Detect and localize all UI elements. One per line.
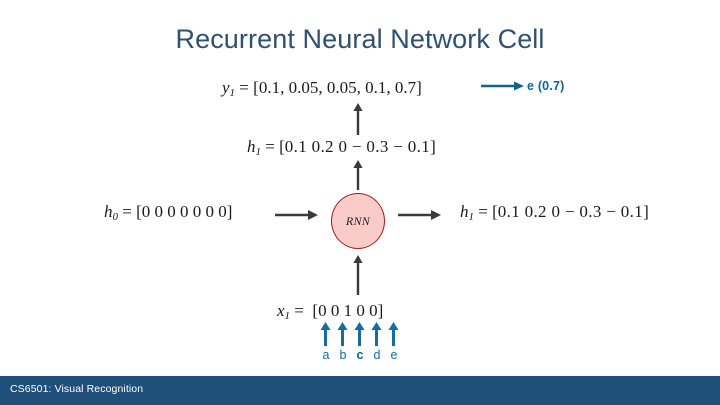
hidden-state-out-subscript: 1 [468,211,475,224]
output-vector-open-bracket: [ [253,78,259,97]
hidden-state-top-values: 0.1 0.2 0 − 0.3 − 0.1 [284,137,431,156]
input-arrow-a-icon [320,322,331,346]
arrow-cell-to-next-hidden-icon [398,209,442,221]
output-vector-name: y [222,78,230,97]
hidden-state-out-values: 0.1 0.2 0 − 0.3 − 0.1 [497,202,644,221]
hidden-state-in-equals: = [122,202,132,221]
footer-bar: CS6501: Visual Recognition [0,376,720,405]
arrow-input-to-cell-icon [352,255,364,295]
hidden-state-top-equation: h1 = [0.1 0.2 0 − 0.3 − 0.1] [247,138,436,158]
hidden-state-in-name: h [104,202,113,221]
arrow-cell-to-hidden-icon [352,160,364,190]
arrow-prev-hidden-to-cell-icon [275,209,319,221]
input-label-a: a [322,348,330,362]
rnn-cell-node[interactable]: RNN [331,193,385,249]
output-vector-equals: = [239,78,249,97]
output-vector-values: 0.1, 0.05, 0.05, 0.1, 0.7 [258,78,417,97]
input-arrow-d-icon [371,322,382,346]
input-vector-open-bracket: [ [312,301,319,320]
output-vector-subscript: 1 [229,87,236,100]
input-vector-equals: = [294,301,304,320]
hidden-state-in-subscript: 0 [112,211,119,224]
output-vector-close-bracket: ] [416,78,422,97]
input-label-e: e [390,348,398,362]
hidden-state-in-close-bracket: ] [226,202,233,221]
hidden-state-out-equation: h1 = [0.1 0.2 0 − 0.3 − 0.1] [460,203,649,223]
input-arrow-e-icon [388,322,399,346]
input-vector-subscript: 1 [284,310,291,323]
input-arrow-c-icon [354,322,365,346]
input-vector-equation: x1 = [0 0 1 0 0] [277,302,383,322]
input-vector-name: x [277,301,285,320]
input-label-b: b [339,348,347,362]
hidden-state-out-equals: = [478,202,488,221]
prediction-annotation: e (0.7) [527,79,565,93]
rnn-cell-label: RNN [345,213,371,228]
hidden-state-in-values: 0 0 0 0 0 0 0 [141,202,227,221]
hidden-state-top-name: h [247,137,256,156]
hidden-state-out-open-bracket: [ [492,202,498,221]
arrow-hidden-to-output-icon [352,103,364,135]
hidden-state-top-open-bracket: [ [279,137,285,156]
hidden-state-top-close-bracket: ] [430,137,436,156]
page-title: Recurrent Neural Network Cell [175,24,545,54]
hidden-state-out-name: h [460,202,469,221]
hidden-state-in-equation: h0 = [0 0 0 0 0 0 0] [104,203,232,223]
hidden-state-top-subscript: 1 [255,146,262,159]
hidden-state-in-open-bracket: [ [136,202,142,221]
input-vector-values: 0 0 1 0 0 [318,301,378,320]
output-vector-equation: y1 = [0.1, 0.05, 0.05, 0.1, 0.7] [222,79,422,99]
hidden-state-top-equals: = [265,137,275,156]
input-label-c: c [356,348,364,362]
prediction-arrow-icon [481,80,525,92]
footer-course-label: CS6501: Visual Recognition [10,383,144,395]
input-vector-close-bracket: ] [377,301,384,320]
hidden-state-out-close-bracket: ] [643,202,649,221]
input-arrow-b-icon [337,322,348,346]
input-label-d: d [373,348,381,362]
